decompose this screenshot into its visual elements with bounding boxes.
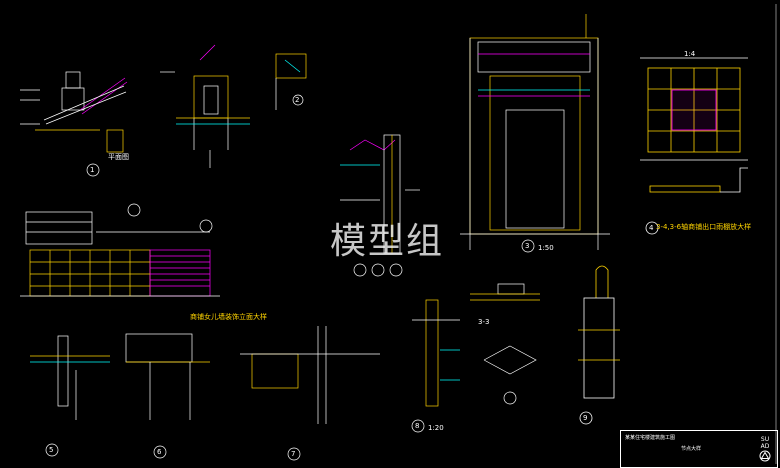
shop-facade-elevation <box>20 203 220 297</box>
entrance-elevation <box>460 14 610 253</box>
plan-label: 平面图 <box>108 153 129 161</box>
detail-5 <box>30 335 110 457</box>
title-block: 某某住宅楼建筑施工图 节点大样 <box>620 430 778 468</box>
elevation-note: 商铺女儿墙装饰立面大样 <box>190 313 267 321</box>
title-block-drawing: 节点大样 <box>681 446 702 452</box>
detail-number-5: 5 <box>49 446 54 454</box>
eave-section <box>340 134 420 277</box>
window-grid-detail <box>640 57 748 235</box>
triangle-logo-icon <box>759 450 771 462</box>
watermark-text: 模型组 <box>330 221 445 262</box>
detail-7 <box>240 326 380 461</box>
detail-number-7: 7 <box>291 450 296 458</box>
detail-number-2: 2 <box>295 96 300 104</box>
scale-label-1-20: 1:20 <box>428 424 444 432</box>
detail-1 <box>20 71 128 177</box>
detail-8 <box>411 299 460 433</box>
section-3-3-label: 3-3 <box>478 318 490 326</box>
detail-9 <box>578 265 620 425</box>
scale-label-1-50: 1:50 <box>538 244 554 252</box>
detail-number-1: 1 <box>90 166 95 174</box>
detail-number-4: 4 <box>649 224 654 232</box>
detail-2 <box>160 44 250 168</box>
detail-number-9: 9 <box>583 414 588 422</box>
title-block-project: 某某住宅楼建筑施工图 <box>625 435 676 441</box>
detail-number-6: 6 <box>157 448 162 456</box>
section-3-3 <box>470 283 540 405</box>
dim-label: 1:4 <box>684 50 696 58</box>
detail-number-3: 3 <box>525 242 530 250</box>
detail-3 <box>275 53 307 110</box>
sheet-logo: SU AD <box>756 436 774 466</box>
canopy-detail-note: 3-4,3-6轴商铺出口雨棚放大样 <box>656 223 752 231</box>
detail-6 <box>125 333 210 459</box>
sheet-logo-text: SU AD <box>760 436 770 450</box>
detail-number-8: 8 <box>415 422 420 430</box>
